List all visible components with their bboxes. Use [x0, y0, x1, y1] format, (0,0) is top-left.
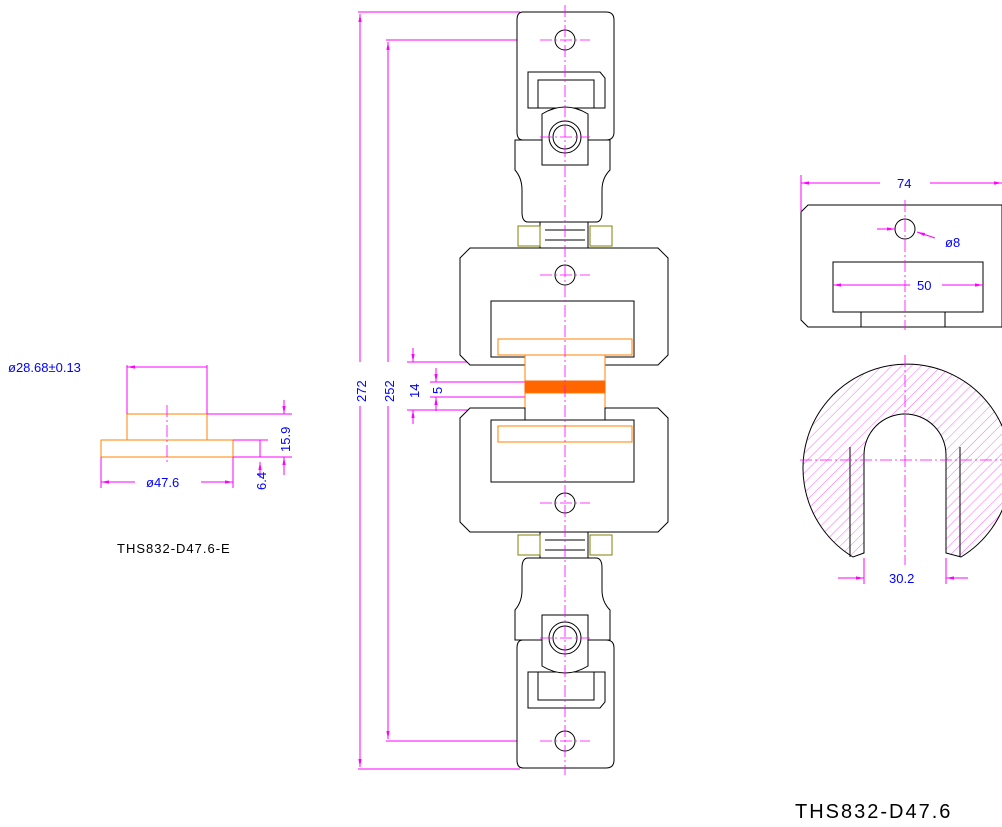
slot-dim-label: 50: [917, 278, 931, 293]
pin-distance-label: 252: [382, 380, 397, 402]
hole-dim-label: ø8: [945, 235, 960, 250]
specimen-dim-label: 5: [430, 387, 445, 394]
width-dim-label: 74: [897, 176, 911, 191]
bore-diameter-label: ø28.68±0.13: [8, 360, 81, 375]
grip-section-hatch: [802, 363, 1002, 558]
drawing-title: THS832-D47.6: [795, 801, 952, 823]
outer-diameter-label: ø47.6: [146, 475, 179, 490]
flange-dim-label: 6.4: [254, 472, 269, 490]
center-assembly-view: 272 252 14 5: [351, 5, 669, 775]
top-clevis: [514, 11, 615, 249]
left-part-view: ø28.68±0.13 ø47.6 15.9 6.4 THS832-D47.6-…: [8, 360, 293, 556]
bottom-grip-body: [459, 407, 669, 533]
gap-dim-label: 14: [407, 384, 422, 398]
right-grip-views: 74 ø8 50 30.2: [800, 175, 1002, 586]
total-length-label: 272: [354, 380, 369, 402]
opening-dim-label: 30.2: [889, 571, 914, 586]
height-dim-label: 15.9: [278, 427, 293, 452]
bottom-clevis: [514, 531, 615, 769]
part-number-label: THS832-D47.6-E: [117, 541, 231, 556]
